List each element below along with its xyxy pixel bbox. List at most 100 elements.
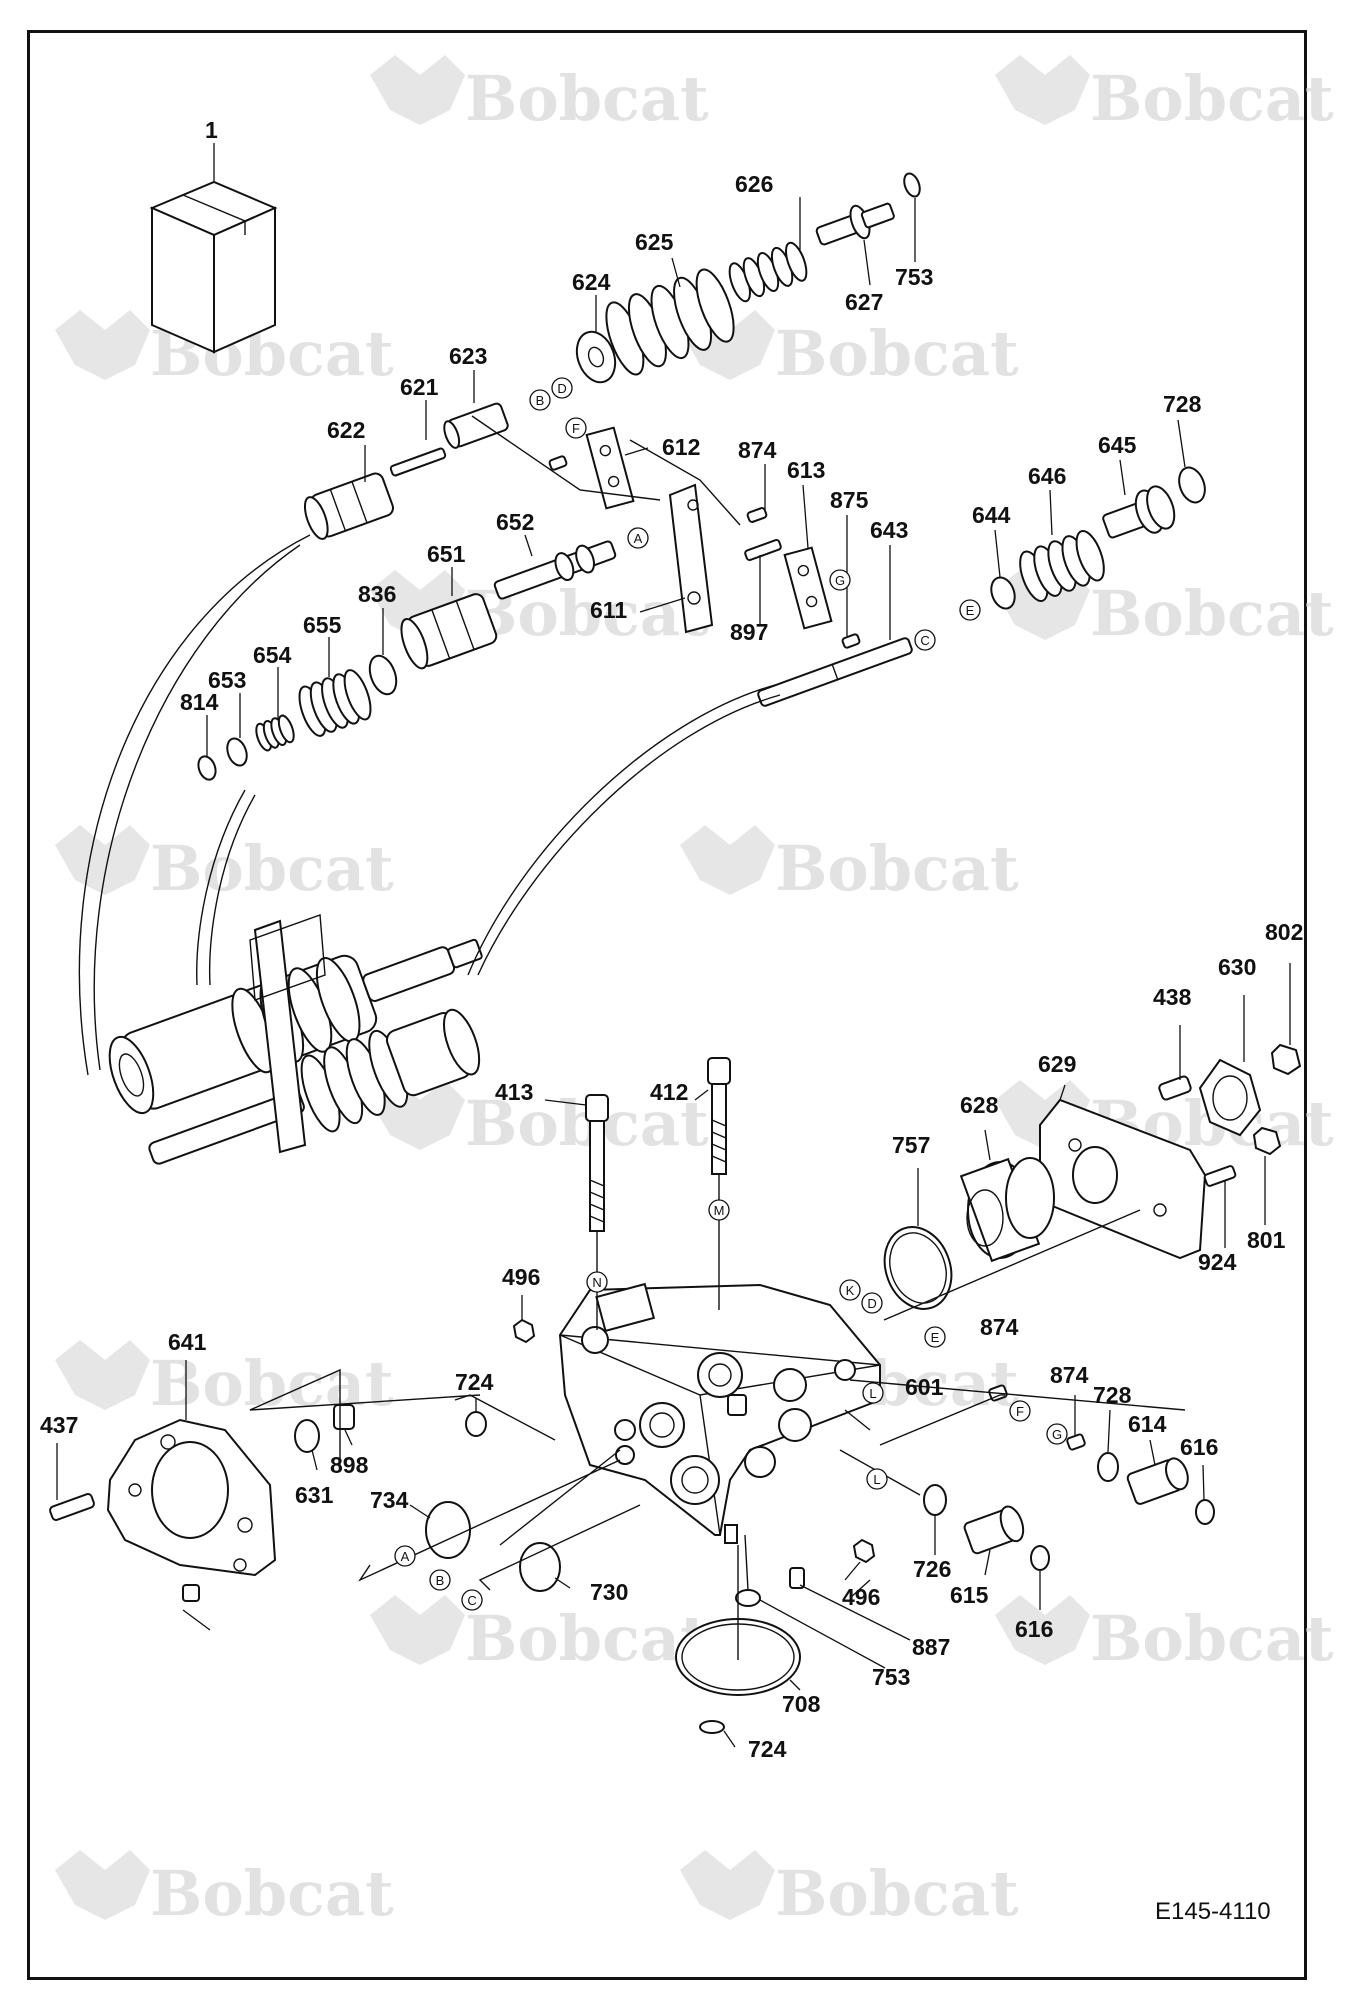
ref-letter-text: C (920, 633, 929, 648)
watermark-text: Bobcat (1090, 62, 1334, 135)
ref-letter-text: A (401, 1549, 410, 1564)
cap-645-part (1102, 485, 1176, 539)
part-label: 641 (168, 1329, 207, 1355)
nut-802-part (1270, 1043, 1302, 1076)
part-label: 734 (370, 1487, 409, 1513)
fitting-628-part (959, 1157, 1055, 1263)
nut-630-part (1198, 1058, 1262, 1137)
watermark-logo (55, 1850, 150, 1920)
pin-875-part (548, 455, 568, 471)
part-label: 874 (738, 437, 777, 463)
bearing-631-part (294, 1419, 320, 1453)
lever-611-part (668, 483, 714, 634)
part-label: 496 (502, 1264, 540, 1290)
ref-letter-text: K (846, 1283, 855, 1298)
valve-body-601-part (558, 1282, 881, 1544)
part-label: 644 (972, 502, 1011, 528)
oring-753-part (903, 172, 921, 198)
part-label: 655 (303, 612, 342, 638)
part-label: 898 (330, 1452, 369, 1478)
part-label: 624 (572, 269, 611, 295)
oring-728-part (1178, 466, 1206, 504)
washer-644-part (990, 576, 1016, 610)
part-label: 653 (208, 667, 246, 693)
ref-letter-l: L (862, 1382, 884, 1404)
part-label: 412 (650, 1079, 688, 1105)
part-label: 753 (895, 264, 933, 290)
stud-924-part (1203, 1165, 1237, 1187)
part-label: 708 (782, 1691, 821, 1717)
ring-616-part (1195, 1499, 1215, 1525)
bushing-898-part (333, 1404, 355, 1430)
plug-496-part (182, 1584, 200, 1602)
watermark-logo (995, 55, 1090, 125)
ref-letter-text: G (835, 573, 845, 588)
ref-letter-text: B (436, 1573, 445, 1588)
part-label: 651 (427, 541, 466, 567)
part-label: 897 (730, 619, 768, 645)
oring-726-part (923, 1484, 947, 1516)
ref-letter-text: E (966, 603, 975, 618)
upper-spool-parts (197, 172, 1206, 781)
watermark-logo (995, 1595, 1090, 1665)
part-label: 887 (912, 1634, 950, 1660)
pin-874-part (746, 507, 768, 523)
ref-letter-text: A (634, 531, 643, 546)
cover-641-part (106, 1418, 277, 1602)
ref-letter-d: D (551, 377, 573, 399)
ref-letter-d: D (861, 1292, 883, 1314)
part-label: 615 (950, 1582, 989, 1608)
plate-612-part (585, 426, 635, 510)
ref-letter-g: G (829, 569, 851, 591)
part-label: 728 (1093, 1382, 1132, 1408)
ref-letter-c: C (914, 629, 936, 651)
watermark-text: Bobcat (775, 1857, 1019, 1930)
ref-letter-text: M (714, 1203, 725, 1218)
watermark-logo (370, 55, 465, 125)
part-label: 438 (1153, 984, 1192, 1010)
ref-letter-text: F (572, 421, 580, 436)
pin-621-part (389, 447, 447, 477)
nut-801-part (1252, 1126, 1282, 1156)
ref-letter-text: L (869, 1386, 876, 1401)
watermark-logo (55, 310, 150, 380)
ref-letter-f: F (565, 417, 587, 439)
part-label: 621 (400, 374, 439, 400)
part-label: 628 (960, 1092, 999, 1118)
reference-letters: B D F A G E C N M K D E F G L L A B C (394, 377, 1068, 1611)
watermark-text: Bobcat (150, 1857, 394, 1930)
ref-letter-text: B (536, 393, 545, 408)
part-label: 496 (842, 1584, 880, 1610)
bolt-413-part (585, 1094, 609, 1232)
part-label: 646 (1028, 463, 1066, 489)
part-label: 437 (40, 1412, 78, 1438)
nut-496-part (852, 1538, 876, 1564)
part-label: 753 (872, 1664, 910, 1690)
part-label: 814 (180, 689, 219, 715)
part-label: 643 (870, 517, 908, 543)
part-label: 757 (892, 1132, 930, 1158)
ref-letter-text: F (1016, 1404, 1024, 1419)
ref-letter-text: N (592, 1275, 601, 1290)
oring-836-part (368, 654, 398, 696)
plug-614-part (1126, 1457, 1189, 1505)
ref-letter-l: L (866, 1468, 888, 1490)
watermark-logo (55, 825, 150, 895)
part-label: 616 (1015, 1616, 1053, 1642)
washer-653-part (226, 737, 248, 767)
part-label: 728 (1163, 391, 1202, 417)
ref-letter-text: D (867, 1296, 876, 1311)
ref-letter-text: G (1052, 1427, 1062, 1442)
ref-letter-g: G (1046, 1423, 1068, 1445)
document-code: E145-4110 (1155, 1898, 1271, 1925)
part-label: 730 (590, 1579, 628, 1605)
part-label: 836 (358, 581, 396, 607)
watermark-logo (55, 1340, 150, 1410)
plug-615-part (963, 1505, 1025, 1555)
watermark-text: Bobcat (775, 317, 1019, 390)
ref-letter-f: F (1009, 1400, 1031, 1422)
part-label: 614 (1128, 1411, 1167, 1437)
part-label: 652 (496, 509, 534, 535)
ref-letter-text: E (931, 1330, 940, 1345)
part-label: 630 (1218, 954, 1256, 980)
